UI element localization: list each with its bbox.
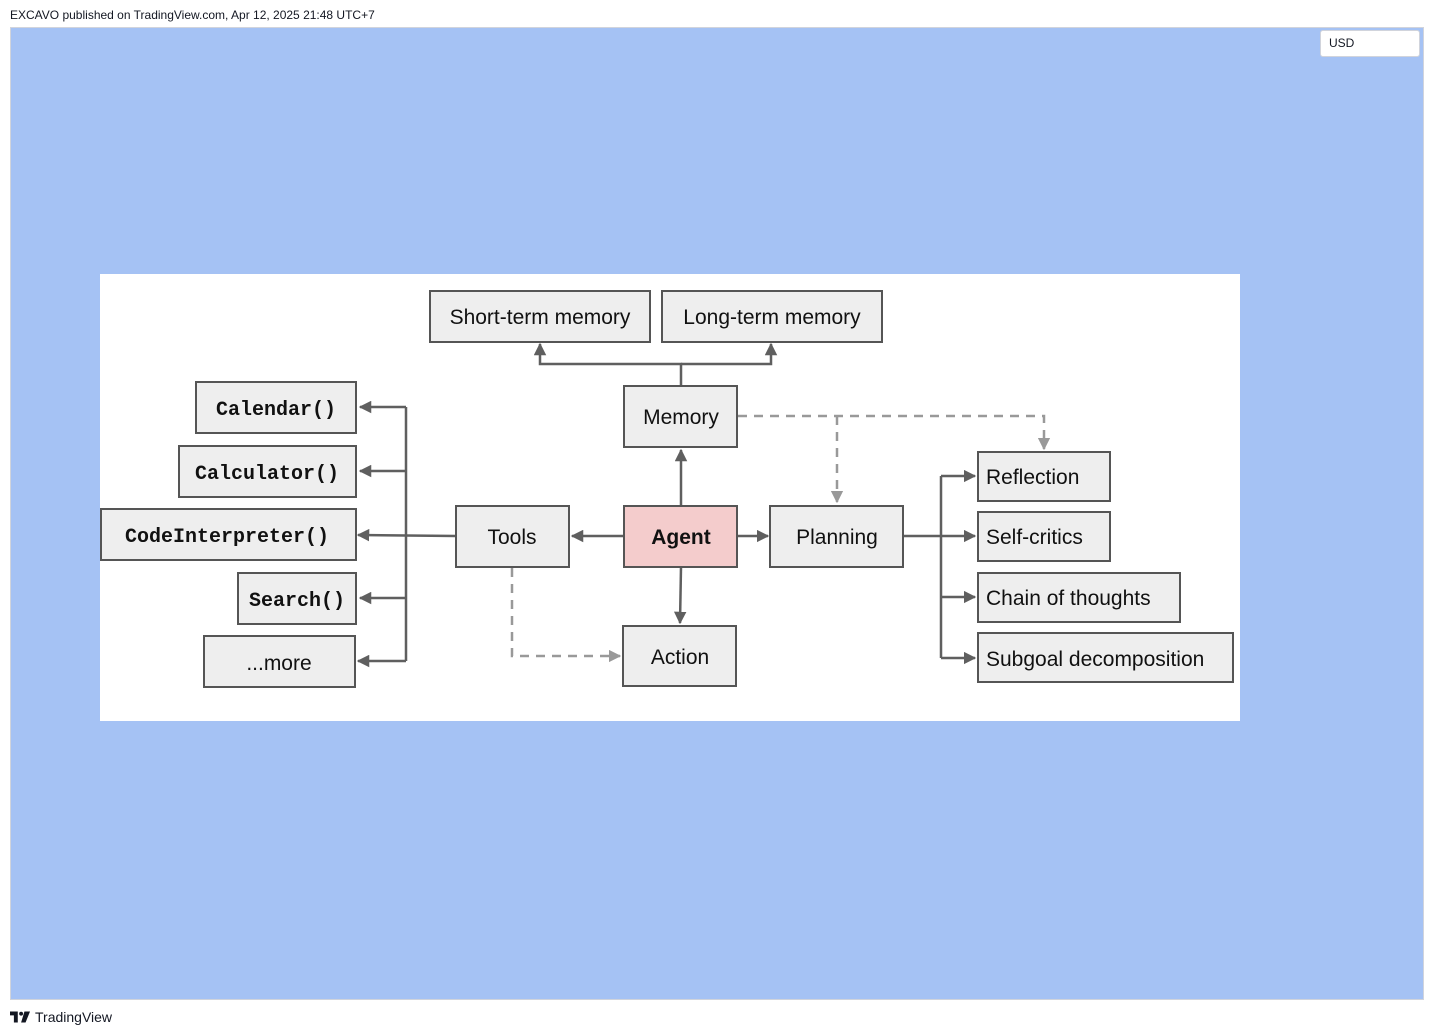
- node-agent: Agent: [623, 505, 738, 568]
- svg-text:Search(): Search(): [249, 590, 345, 613]
- svg-text:Self-critics: Self-critics: [986, 526, 1083, 549]
- node-chain-of-thoughts: Chain of thoughts: [977, 572, 1181, 623]
- svg-text:...more: ...more: [246, 652, 311, 675]
- svg-text:Agent: Agent: [651, 526, 711, 549]
- node-tools: Tools: [455, 505, 570, 568]
- node-long-term-memory: Long-term memory: [661, 290, 883, 343]
- svg-text:CodeInterpreter(): CodeInterpreter(): [125, 526, 329, 549]
- svg-text:Reflection: Reflection: [986, 466, 1079, 489]
- node-planning: Planning: [769, 505, 904, 568]
- tradingview-footer[interactable]: TradingView: [10, 1009, 112, 1025]
- svg-text:Action: Action: [651, 646, 709, 669]
- svg-text:Subgoal decomposition: Subgoal decomposition: [986, 648, 1204, 671]
- node-calendar: Calendar(): [195, 381, 357, 434]
- currency-label[interactable]: USD: [1320, 30, 1420, 57]
- svg-text:Long-term memory: Long-term memory: [683, 306, 861, 329]
- node-reflection: Reflection: [977, 451, 1111, 502]
- tradingview-logo-icon: [10, 1011, 30, 1023]
- node-short-term-memory: Short-term memory: [429, 290, 651, 343]
- node-subgoal-decomposition: Subgoal decomposition: [977, 632, 1234, 683]
- node-calculator: Calculator(): [178, 445, 357, 498]
- node-self-critics: Self-critics: [977, 511, 1111, 562]
- publish-info: EXCAVO published on TradingView.com, Apr…: [10, 8, 375, 22]
- node-code-interpreter: CodeInterpreter(): [100, 508, 357, 561]
- svg-text:Tools: Tools: [487, 526, 536, 549]
- node-memory: Memory: [623, 385, 738, 448]
- svg-text:Calendar(): Calendar(): [216, 399, 336, 422]
- svg-text:Short-term memory: Short-term memory: [450, 306, 631, 329]
- svg-text:Calculator(): Calculator(): [195, 463, 339, 486]
- node-action: Action: [622, 625, 737, 687]
- node-search: Search(): [237, 572, 357, 625]
- svg-text:Planning: Planning: [796, 526, 878, 549]
- tradingview-brand: TradingView: [35, 1009, 113, 1025]
- node-more: ...more: [203, 635, 356, 688]
- svg-text:Chain of thoughts: Chain of thoughts: [986, 587, 1151, 610]
- svg-text:Memory: Memory: [643, 406, 719, 429]
- diagram-connectors: [356, 342, 1051, 668]
- agent-diagram-image: Short-term memory Long-term memory Memor…: [100, 274, 1240, 721]
